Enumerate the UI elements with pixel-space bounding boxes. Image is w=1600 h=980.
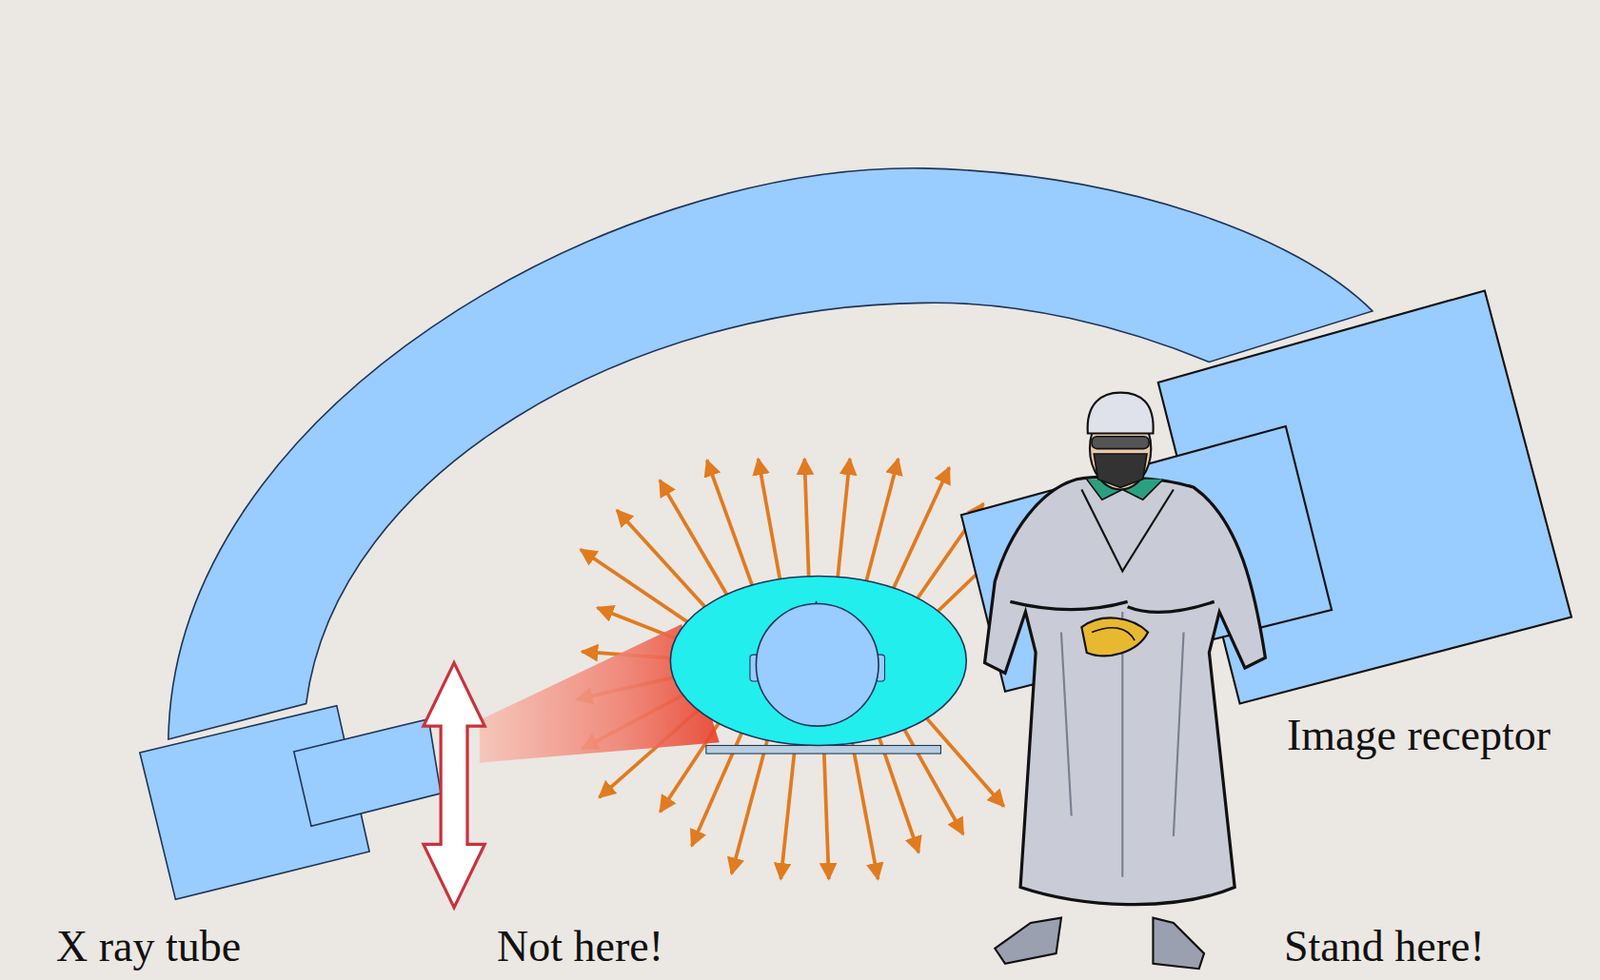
instruction-label: Stand here! [1283, 925, 1485, 969]
goggles [1091, 436, 1149, 450]
surgeon [985, 393, 1266, 970]
patient-body [670, 576, 967, 747]
surgical-gown [985, 476, 1266, 905]
mask [1093, 454, 1147, 488]
surgical-cap [1087, 393, 1154, 435]
warning-label: Not here! [496, 925, 664, 969]
tube-label: X ray tube [56, 925, 241, 969]
patient-head [755, 604, 879, 728]
glove [1081, 617, 1148, 656]
collimator [294, 719, 441, 828]
receptor-label: Image receptor [1286, 713, 1551, 758]
danger-arrow [423, 663, 485, 909]
table [706, 745, 942, 754]
